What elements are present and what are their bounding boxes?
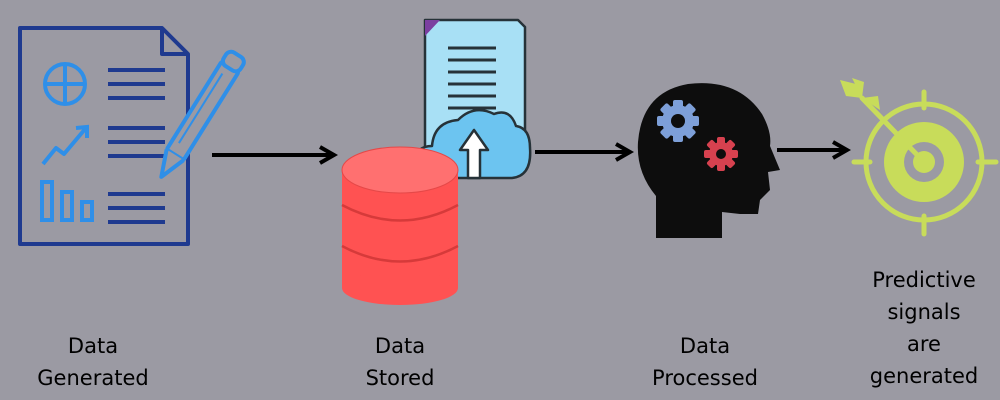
label-line: Processed [652,366,758,390]
label-line: Stored [365,366,435,390]
step-label-data-processed: Data Processed [635,330,775,394]
step-label-data-generated: Data Generated [18,330,168,394]
label-line: are [907,332,941,356]
database-cloud-upload-icon [341,18,532,305]
head-gears-icon [637,83,780,239]
label-line: Generated [37,366,149,390]
gear-red-icon [704,137,738,171]
target-arrow-icon [840,78,999,237]
label-line: signals [887,300,961,324]
label-line: Data [67,334,119,358]
label-line: Data [374,334,426,358]
document-chart-icon [18,26,190,246]
step-label-predictive-signals: Predictive signals are generated [854,264,994,392]
label-line: Predictive [872,268,976,292]
label-line: generated [869,364,979,388]
step-label-data-stored: Data Stored [340,330,460,394]
gear-blue-icon [657,100,699,142]
label-line: Data [679,334,731,358]
pencil-icon [159,49,246,179]
